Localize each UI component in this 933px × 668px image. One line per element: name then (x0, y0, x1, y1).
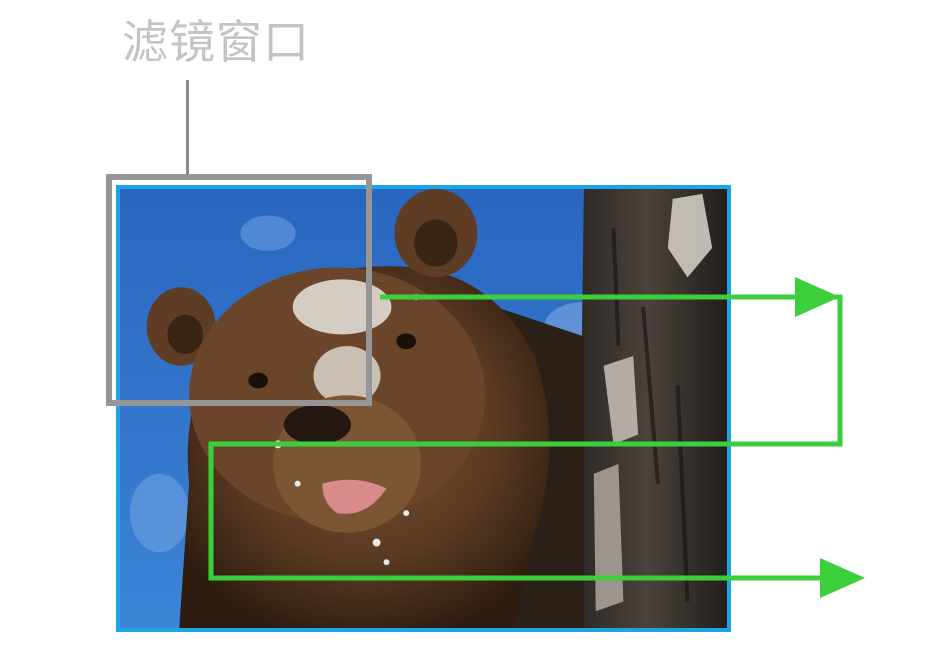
label-leader-line (186, 80, 189, 178)
filter-window (106, 174, 372, 406)
filter-window-label: 滤镜窗口 (122, 15, 310, 69)
